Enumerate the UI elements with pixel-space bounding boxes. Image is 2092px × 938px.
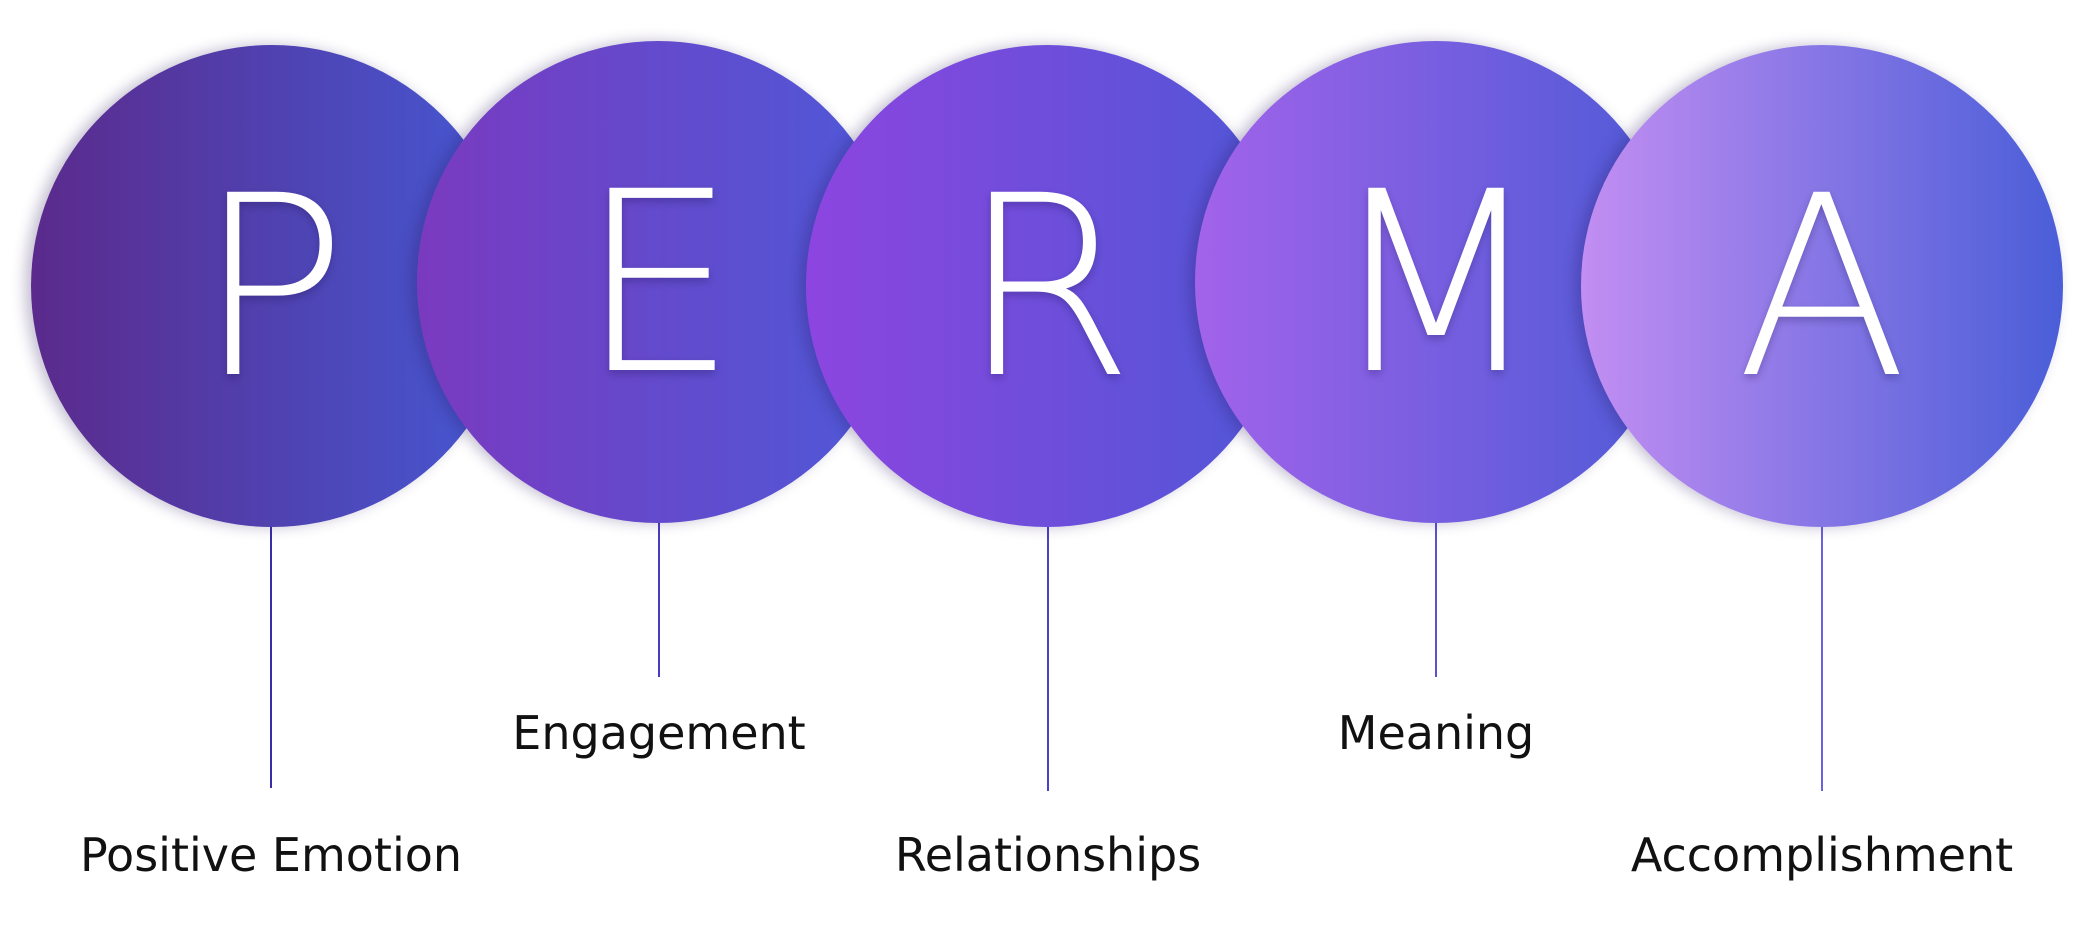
label-engagement: Engagement: [512, 706, 806, 760]
connector-line-r: [1047, 527, 1049, 791]
label-positive-emotion: Positive Emotion: [79, 828, 463, 882]
letter-a: A: [1736, 142, 1908, 433]
connector-line-p: [270, 525, 272, 788]
connector-line-m: [1435, 521, 1437, 677]
letter-m: M: [1328, 138, 1544, 429]
label-meaning: Meaning: [1337, 706, 1535, 760]
letter-e: E: [579, 138, 737, 429]
label-accomplishment: Accomplishment: [1630, 828, 2014, 882]
connector-line-a: [1821, 527, 1823, 791]
label-relationships: Relationships: [894, 828, 1202, 882]
circle-r: R: [806, 45, 1288, 527]
connector-line-e: [658, 521, 660, 677]
circle-a: A: [1581, 45, 2063, 527]
letter-r: R: [960, 142, 1134, 433]
letter-p: P: [196, 142, 348, 433]
